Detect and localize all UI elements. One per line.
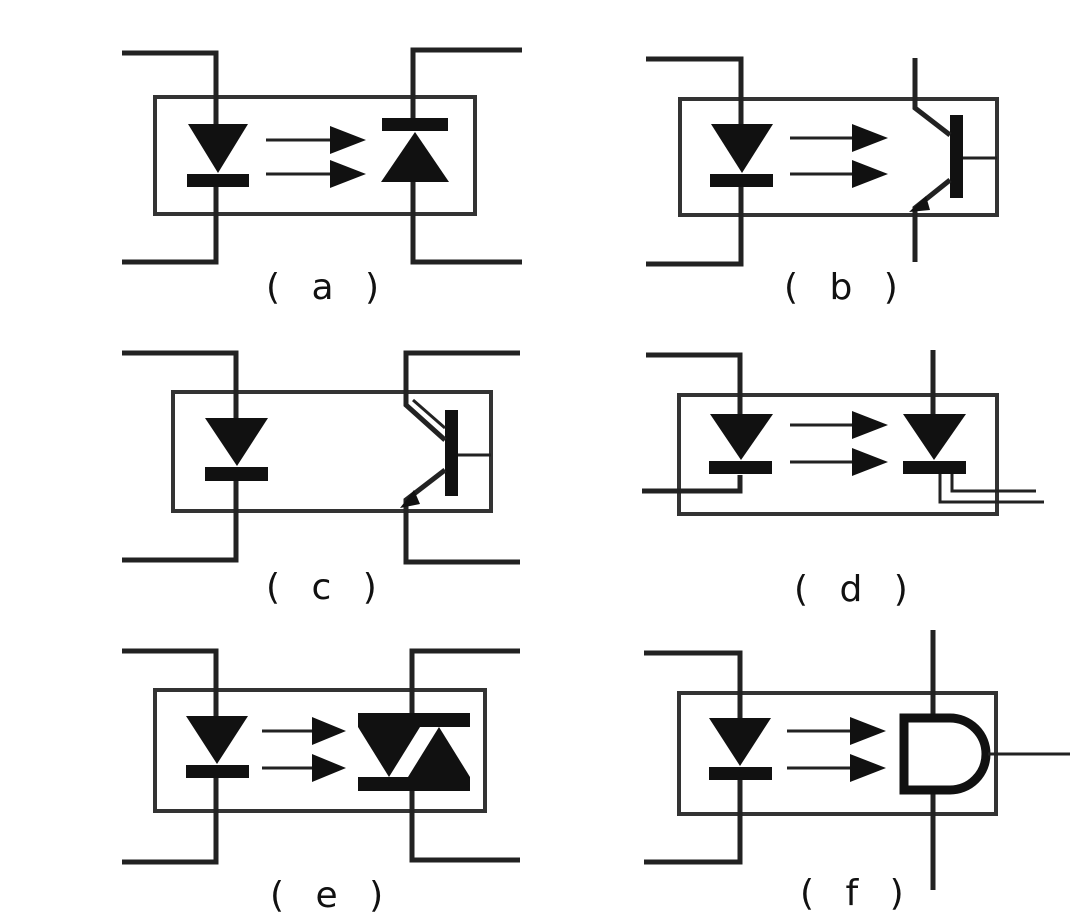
panel-e-triac-top-wire	[409, 648, 520, 715]
panel-b-led-bar	[710, 174, 773, 187]
panel-d-caption: ( d )	[794, 569, 918, 610]
panel-b-led-triangle	[711, 124, 773, 173]
panel-f-package-box	[677, 691, 998, 816]
panel-d-receiver-bar	[903, 461, 966, 474]
panel-e-triac-bottom-bar	[358, 777, 470, 791]
panel-c-led-bar	[205, 467, 268, 481]
panel-b-caption: ( b )	[784, 267, 908, 308]
panel-c-transistor-base-bar	[445, 410, 458, 496]
panel-e-triac-down-triangle	[358, 727, 420, 777]
panel-d-led-anode-wire	[646, 352, 743, 440]
panel-d	[642, 350, 1044, 516]
panel-e-triac-gate-slash	[398, 733, 428, 777]
panel-c-package-box	[171, 390, 493, 513]
panel-c-led-triangle	[205, 418, 268, 466]
panel-d-light-arrows	[790, 411, 888, 476]
panel-b-collector-lead	[912, 58, 952, 137]
panel-f-led-cathode-wire	[644, 775, 743, 865]
panel-d-receiver-triangle	[903, 414, 966, 460]
panel-c-collector-lead-inner	[412, 398, 446, 430]
panel-f-led-triangle	[709, 718, 771, 766]
panel-a-caption: ( a )	[266, 267, 390, 308]
panel-d-led-cathode-wire	[642, 475, 743, 494]
panel-b-led-anode-wire	[646, 56, 744, 150]
panel-a-led-anode-wire	[122, 50, 219, 150]
panel-f-led-anode-wire	[644, 650, 743, 740]
panel-a	[122, 47, 522, 265]
panel-e-triac-top-bar	[358, 713, 470, 727]
panel-a-led-cathode-wire	[122, 180, 219, 265]
panel-a-photodiode-triangle	[381, 132, 449, 182]
panel-a-photodiode-bottom-wire	[410, 180, 522, 265]
panel-a-photodiode-bar	[382, 118, 448, 131]
panel-f-light-arrows	[787, 717, 886, 782]
panel-b-emitter-lead	[912, 178, 952, 262]
panel-f-caption: ( f )	[800, 873, 914, 914]
panel-c-collector-lead	[403, 350, 520, 442]
panel-e-package-box	[153, 688, 487, 813]
panel-f-and-gate-body	[899, 713, 991, 795]
panel-b-transistor-base-bar	[950, 115, 963, 198]
panel-e-led-anode-wire	[122, 648, 219, 740]
panel-d-led-bar	[709, 461, 772, 474]
panel-f-led-bar	[709, 767, 772, 780]
panel-b-emitter-arrowhead	[909, 196, 930, 212]
panel-a-led-bar	[187, 174, 249, 187]
panel-e-led-triangle	[186, 716, 248, 764]
panel-b-light-arrows	[790, 124, 888, 188]
panel-f	[644, 630, 1070, 890]
panel-d-package-box	[677, 393, 999, 516]
panel-a-led-triangle	[188, 124, 248, 173]
panel-d-receiver-output-wire-1	[938, 474, 1044, 504]
panel-e-triac-bottom-wire	[409, 790, 520, 863]
panel-c-emitter-arrowhead	[400, 490, 420, 508]
panel-e-triac-up-triangle	[408, 727, 470, 777]
panel-a-package-box	[153, 95, 477, 216]
panel-c-led-cathode-wire	[122, 480, 239, 563]
panel-b	[646, 56, 999, 267]
panel-e-light-arrows	[262, 717, 346, 782]
panel-e-led-bar	[186, 765, 249, 778]
panel-e	[122, 648, 520, 865]
panel-a-light-arrows	[266, 126, 366, 188]
panel-d-receiver-output-wire-2	[950, 474, 1036, 493]
panel-c-led-anode-wire	[122, 350, 239, 440]
panel-e-caption: ( e )	[270, 875, 394, 916]
panel-b-led-cathode-wire	[646, 180, 744, 267]
panel-c	[122, 350, 520, 565]
panel-e-led-cathode-wire	[122, 775, 219, 865]
panel-c-caption: ( c )	[266, 567, 387, 608]
panel-c-emitter-lead	[403, 468, 520, 565]
panel-b-package-box	[678, 97, 999, 217]
panel-a-photodiode-top-wire	[410, 47, 522, 125]
panel-d-led-triangle	[710, 414, 773, 460]
